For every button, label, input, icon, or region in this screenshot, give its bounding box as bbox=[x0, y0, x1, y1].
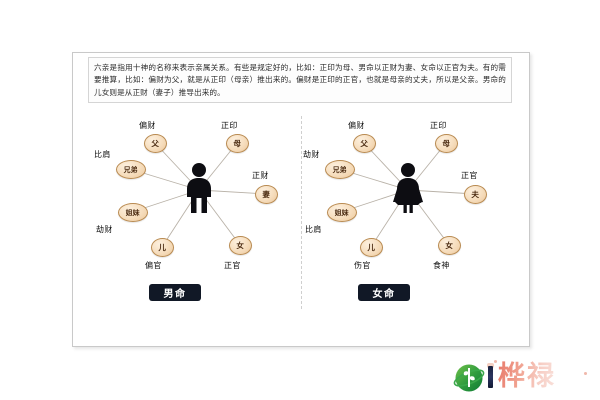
ann-son-tengod: 伤官 bbox=[354, 261, 371, 270]
ann-mother-tengod: 正印 bbox=[221, 121, 238, 130]
watermark-text: 桦禄 bbox=[498, 361, 556, 392]
ann-daughter-tengod: 食神 bbox=[433, 261, 450, 270]
node-sister[interactable]: 姐妹 bbox=[118, 203, 148, 222]
female-figure-icon bbox=[391, 162, 425, 214]
node-son-label: 儿 bbox=[158, 242, 167, 252]
node-father-label: 父 bbox=[360, 138, 369, 148]
node-wife-label: 妻 bbox=[262, 189, 271, 199]
female-chart-caption: 女命 bbox=[358, 284, 410, 301]
node-daughter[interactable]: 女 bbox=[438, 236, 461, 255]
ann-father-tengod: 偏财 bbox=[348, 121, 365, 130]
node-mother-label: 母 bbox=[233, 138, 242, 148]
node-wife[interactable]: 妻 bbox=[255, 185, 278, 204]
ann-brother-tengod: 劫财 bbox=[303, 150, 320, 159]
node-daughter-label: 女 bbox=[236, 240, 245, 250]
ann-father-tengod: 偏财 bbox=[139, 121, 156, 130]
female-chart-caption-label: 女命 bbox=[372, 289, 396, 300]
node-father[interactable]: 父 bbox=[353, 134, 376, 153]
node-son-label: 儿 bbox=[367, 242, 376, 252]
chart-divider bbox=[301, 116, 302, 309]
ann-son-tengod: 偏官 bbox=[145, 261, 162, 270]
node-son[interactable]: 儿 bbox=[151, 238, 174, 257]
node-sister[interactable]: 姐妹 bbox=[327, 203, 357, 222]
male-chart-caption: 男命 bbox=[149, 284, 201, 301]
intro-paragraph-text: 六亲是指用十神的名称来表示亲属关系。有些是规定好的，比如：正印为母、男命以正财为… bbox=[94, 63, 506, 97]
watermark-dot bbox=[494, 360, 497, 363]
node-brother[interactable]: 兄弟 bbox=[116, 160, 146, 179]
ann-husband-tengod: 正官 bbox=[461, 171, 478, 180]
node-sister-label: 姐妹 bbox=[335, 208, 349, 217]
node-daughter-label: 女 bbox=[445, 240, 454, 250]
globe-leaf-logo-icon bbox=[453, 364, 485, 392]
ann-wife-tengod: 正财 bbox=[252, 171, 269, 180]
ann-brother-tengod: 比肩 bbox=[94, 150, 111, 159]
ann-mother-tengod: 正印 bbox=[430, 121, 447, 130]
intro-paragraph-box: 六亲是指用十神的名称来表示亲属关系。有些是规定好的，比如：正印为母、男命以正财为… bbox=[88, 57, 512, 103]
node-husband[interactable]: 夫 bbox=[464, 185, 487, 204]
node-mother[interactable]: 母 bbox=[435, 134, 458, 153]
ann-daughter-tengod: 正官 bbox=[224, 261, 241, 270]
node-brother-label: 兄弟 bbox=[124, 165, 138, 174]
node-husband-label: 夫 bbox=[471, 189, 480, 199]
node-daughter[interactable]: 女 bbox=[229, 236, 252, 255]
watermark-bar-cap bbox=[487, 363, 494, 368]
node-brother-label: 兄弟 bbox=[333, 165, 347, 174]
female-chart-panel: 父 母 兄弟 姐妹 夫 儿 女 偏财 正印 劫财 比肩 正官 bbox=[303, 112, 513, 312]
node-son[interactable]: 儿 bbox=[360, 238, 383, 257]
ann-sister-tengod: 比肩 bbox=[305, 225, 322, 234]
ann-sister-tengod: 劫财 bbox=[96, 225, 113, 234]
node-mother[interactable]: 母 bbox=[226, 134, 249, 153]
male-chart-stage: 父 母 兄弟 姐妹 妻 儿 女 偏财 正印 比肩 劫财 bbox=[94, 112, 304, 282]
node-brother[interactable]: 兄弟 bbox=[325, 160, 355, 179]
watermark-dot bbox=[584, 372, 587, 375]
male-chart-panel: 父 母 兄弟 姐妹 妻 儿 女 偏财 正印 比肩 劫财 bbox=[94, 112, 304, 312]
node-sister-label: 姐妹 bbox=[126, 208, 140, 217]
node-father[interactable]: 父 bbox=[144, 134, 167, 153]
site-watermark: 桦禄 bbox=[452, 358, 594, 398]
node-father-label: 父 bbox=[151, 138, 160, 148]
male-chart-caption-label: 男命 bbox=[163, 289, 187, 300]
node-mother-label: 母 bbox=[442, 138, 451, 148]
male-figure-icon bbox=[182, 162, 216, 214]
female-chart-stage: 父 母 兄弟 姐妹 夫 儿 女 偏财 正印 劫财 比肩 正官 bbox=[303, 112, 513, 282]
watermark-bar-icon bbox=[488, 366, 493, 388]
